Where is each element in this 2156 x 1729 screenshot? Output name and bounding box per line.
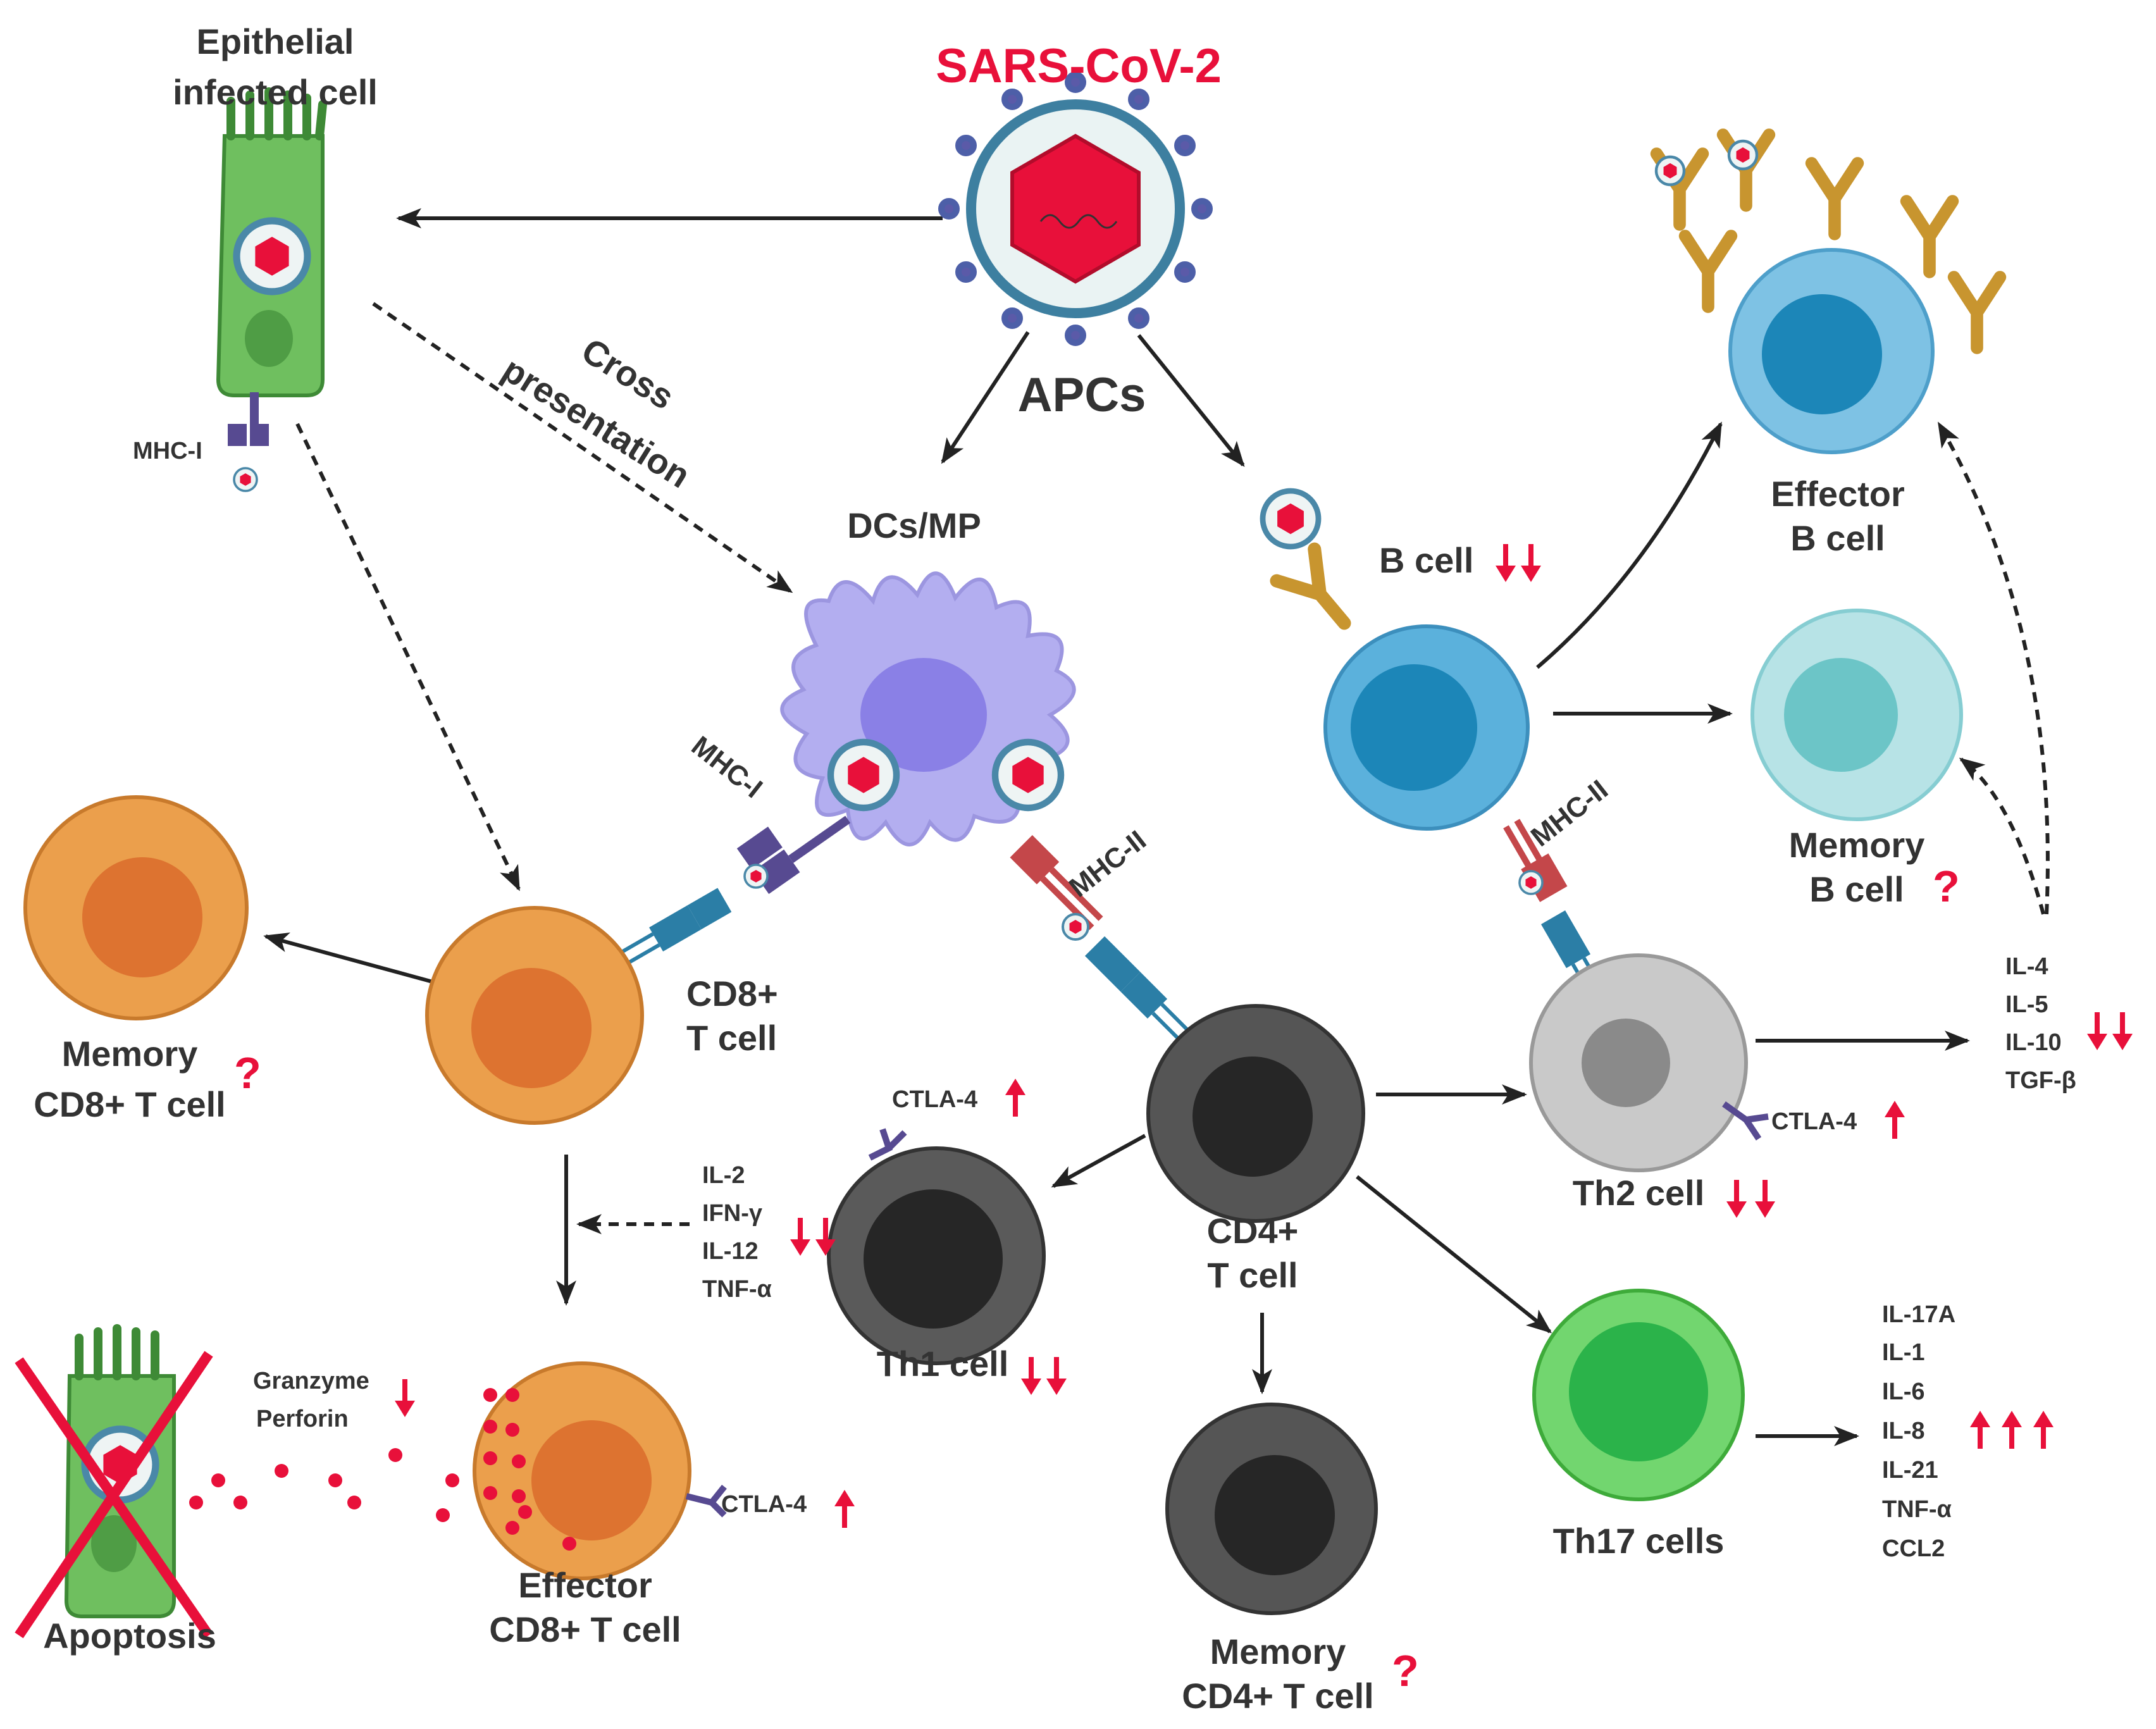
memory-cd4-question-icon: ? bbox=[1392, 1646, 1419, 1695]
mhc2-dc-label: MHC-II bbox=[1063, 824, 1152, 903]
ctla4-th2-increase-icon bbox=[1885, 1101, 1905, 1139]
cd8-label-2: T cell bbox=[686, 1018, 777, 1058]
th2-cytokine-list: IL-4 IL-5 IL-10 TGF-β bbox=[2005, 953, 2076, 1094]
memory-cd4-t-cell bbox=[1165, 1403, 1378, 1615]
cytokine-item: IL-1 bbox=[1882, 1339, 1925, 1366]
th2-label: Th2 cell bbox=[1573, 1173, 1705, 1213]
cytokine-item: IL-5 bbox=[2005, 991, 2048, 1018]
th2-cytokine-decrease-icon bbox=[2087, 1012, 2133, 1050]
cd4-label-1: CD4+ bbox=[1207, 1211, 1299, 1251]
cytokine-item: IL-8 bbox=[1882, 1418, 1925, 1444]
th17-cytokine-increase-icon bbox=[1970, 1411, 2054, 1449]
th2-cell bbox=[1529, 953, 1769, 1172]
epithelial-label-2: infected cell bbox=[173, 72, 378, 112]
granzyme-decrease-icon bbox=[395, 1379, 415, 1417]
ctla4-th1-label: CTLA-4 bbox=[892, 1086, 977, 1113]
th17-label: Th17 cells bbox=[1553, 1521, 1725, 1561]
ctla4-eff-label: CTLA-4 bbox=[721, 1491, 807, 1518]
ctla4-eff-increase-icon bbox=[834, 1490, 855, 1528]
perforin-label: Perforin bbox=[256, 1406, 349, 1432]
arrow-cross-presentation bbox=[372, 302, 793, 593]
mhc2-bcell bbox=[1503, 819, 1568, 902]
arrow-cd4-to-th1 bbox=[1051, 1134, 1146, 1188]
effector-b-label-1: Effector bbox=[1771, 474, 1905, 514]
cd8-label-1: CD8+ bbox=[686, 974, 778, 1013]
th17-cytokine-list: IL-17A IL-1 IL-6 IL-8 IL-21 TNF-α CCL2 bbox=[1882, 1301, 1955, 1562]
sars-cov-2-virus bbox=[938, 71, 1213, 346]
th1-cytokine-list: IL-2 IFN-γ IL-12 TNF-α bbox=[702, 1162, 772, 1303]
cytokine-item: IL-17A bbox=[1882, 1301, 1955, 1328]
effector-b-cell bbox=[1656, 135, 2000, 454]
effector-b-label-2: B cell bbox=[1790, 518, 1885, 558]
apoptotic-epithelial-cell bbox=[15, 1324, 213, 1639]
diagram-title: SARS-CoV-2 bbox=[936, 39, 1222, 93]
cytokine-item: IL-21 bbox=[1882, 1457, 1938, 1484]
memory-b-cell bbox=[1750, 609, 1963, 821]
cytokine-item: IL-6 bbox=[1882, 1379, 1925, 1405]
arrow-bcell-to-effector bbox=[1536, 421, 1723, 669]
memory-cd8-question-icon: ? bbox=[234, 1048, 261, 1098]
bcell-decrease-icon bbox=[1496, 544, 1541, 582]
cytotoxic-granules bbox=[161, 1388, 576, 1551]
mhc1-left-label: MHC-I bbox=[133, 438, 202, 464]
granzyme-label: Granzyme bbox=[253, 1368, 369, 1394]
arrow-cd4-to-th17 bbox=[1356, 1175, 1552, 1334]
cross-mark-b bbox=[15, 1351, 213, 1639]
epithelial-label-1: Epithelial bbox=[197, 22, 354, 61]
b-cell-label: B cell bbox=[1379, 540, 1473, 580]
ctla4-th2-label: CTLA-4 bbox=[1771, 1108, 1857, 1135]
th1-label: Th1 cell bbox=[877, 1344, 1009, 1384]
effector-cd8-label-2: CD8+ T cell bbox=[489, 1609, 681, 1649]
mhc1-dc-label: MHC-I bbox=[686, 730, 768, 804]
memory-b-label-1: Memory bbox=[1789, 825, 1925, 865]
cytokine-item: IL-10 bbox=[2005, 1029, 2062, 1056]
arrow-cytokines-to-effector-b bbox=[1937, 421, 2050, 915]
th1-cell bbox=[827, 1128, 1046, 1365]
arrow-cytokines-to-memory-b bbox=[1959, 757, 2045, 915]
cytokine-item: IFN-γ bbox=[702, 1200, 762, 1227]
th1-decrease-icon bbox=[1021, 1357, 1067, 1395]
arrow-epithelial-to-cd8 bbox=[295, 423, 521, 891]
b-cell bbox=[1263, 491, 1608, 1004]
th17-cell bbox=[1532, 1289, 1745, 1501]
arrow-cd8-to-memory bbox=[263, 933, 440, 986]
cytokine-item: IL-2 bbox=[702, 1162, 745, 1189]
arrow-virus-to-dc bbox=[941, 331, 1030, 464]
apcs-label: APCs bbox=[1018, 368, 1146, 422]
th2-decrease-icon bbox=[1726, 1180, 1775, 1218]
cd4-t-cell bbox=[1146, 1004, 1365, 1223]
effector-cd8-t-cell bbox=[161, 1361, 727, 1580]
cytokine-item: CCL2 bbox=[1882, 1535, 1945, 1562]
memory-cd4-label-2: CD4+ T cell bbox=[1182, 1676, 1373, 1716]
cytokine-item: TGF-β bbox=[2005, 1067, 2076, 1094]
epithelial-infected-cell bbox=[216, 87, 327, 492]
cd8-t-cell bbox=[425, 906, 644, 1125]
memory-cd8-t-cell bbox=[23, 795, 249, 1020]
arrows bbox=[263, 208, 2050, 1446]
dcs-mp-label: DCs/MP bbox=[847, 505, 981, 545]
ctla4-receptor-effector bbox=[685, 1484, 727, 1518]
arrow-virus-to-bcell bbox=[1137, 334, 1245, 468]
cytokine-item: TNF-α bbox=[1882, 1496, 1952, 1523]
memory-cd4-label-1: Memory bbox=[1210, 1632, 1346, 1671]
tcr-cd4 bbox=[1084, 936, 1204, 1055]
effector-cd8-label-1: Effector bbox=[518, 1565, 652, 1605]
ctla4-th1-increase-icon bbox=[1005, 1079, 1025, 1117]
dendritic-cell bbox=[736, 571, 1103, 941]
cytokine-item: IL-12 bbox=[702, 1238, 759, 1265]
cd4-label-2: T cell bbox=[1207, 1255, 1298, 1295]
memory-b-question-icon: ? bbox=[1933, 862, 1960, 911]
cytokine-item: IL-4 bbox=[2005, 953, 2048, 980]
memory-b-label-2: B cell bbox=[1809, 869, 1904, 909]
apoptosis-label: Apoptosis bbox=[43, 1616, 216, 1656]
memory-cd8-label-1: Memory bbox=[62, 1034, 198, 1074]
mhc2-b-label: MHC-II bbox=[1525, 774, 1614, 852]
memory-cd8-label-2: CD8+ T cell bbox=[34, 1084, 225, 1124]
cytokine-item: TNF-α bbox=[702, 1276, 772, 1303]
